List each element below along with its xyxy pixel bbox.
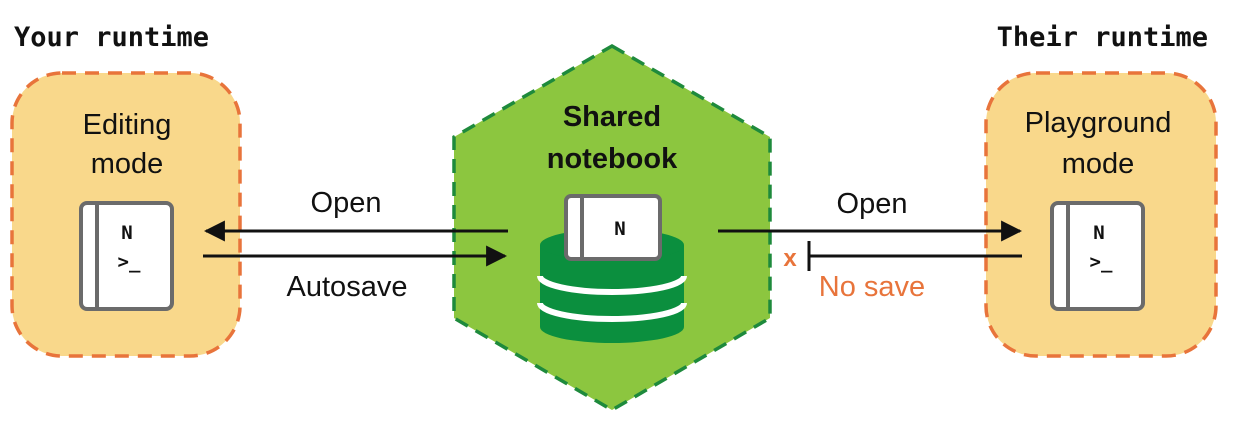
notebook-letter: N <box>614 218 625 240</box>
open-arrow-right: Open <box>718 188 1023 242</box>
editing-mode-label-line1: Editing <box>83 109 172 141</box>
notebook-prompt: >_ <box>118 251 141 273</box>
open-label-left: Open <box>311 187 382 219</box>
their-runtime-heading: Their runtime <box>997 22 1208 53</box>
editing-mode-box: Editing mode N >_ <box>10 71 242 358</box>
notebook-icon: N >_ <box>1050 201 1145 311</box>
notebook-letter: N <box>121 222 132 244</box>
shared-notebook-label-line1: Shared <box>563 101 661 133</box>
notebook-icon: N >_ <box>79 201 174 311</box>
notebook-icon: N <box>564 194 662 261</box>
playground-mode-label-line2: mode <box>1062 148 1135 180</box>
no-save-blocked-line: x No save <box>783 241 1022 303</box>
open-label-right: Open <box>837 188 908 220</box>
no-save-label: No save <box>819 271 925 303</box>
editing-mode-label-line2: mode <box>91 148 164 180</box>
open-arrow-left: Open <box>203 187 508 242</box>
shared-notebook-label-line2: notebook <box>547 143 678 175</box>
notebook-prompt: >_ <box>1090 251 1113 273</box>
your-runtime-heading: Your runtime <box>14 22 209 53</box>
playground-mode-box: Playground mode N >_ <box>984 71 1218 358</box>
notebook-letter: N <box>1093 222 1104 244</box>
shared-notebook-hexagon: Shared notebook N <box>452 43 772 413</box>
autosave-label: Autosave <box>287 271 408 303</box>
blocked-x-mark: x <box>783 245 797 272</box>
autosave-arrow: Autosave <box>203 245 508 303</box>
playground-mode-label-line1: Playground <box>1025 107 1172 139</box>
